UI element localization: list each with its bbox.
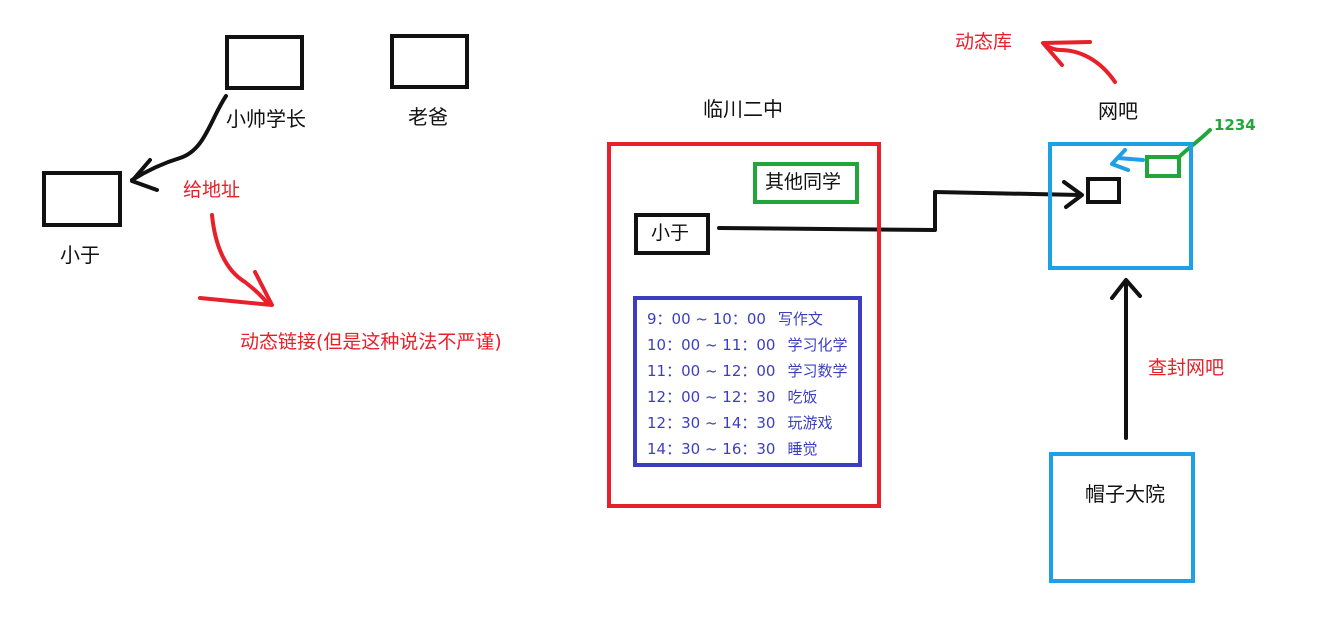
schedule-activity: 写作文	[777, 310, 823, 328]
arrowhead-address-to-dynamic-link	[198, 270, 274, 307]
arrowhead-slot-to-seat	[1110, 148, 1130, 172]
netcafe-title: 网吧	[1098, 99, 1138, 123]
arrow-netcafe-to-dynamic-lib	[1043, 43, 1117, 84]
arrowhead-senior-to-xiaoyu	[130, 158, 159, 192]
schedule-activity: 吃饭	[787, 388, 818, 406]
schedule-row: 14：30 ~ 16：30 睡觉	[647, 442, 817, 457]
arrow-slot-to-seat	[1116, 156, 1145, 162]
arrowhead-xiaoyu-to-netcafe-seat	[1062, 180, 1084, 209]
school-box	[607, 142, 881, 508]
senior-box	[225, 35, 304, 90]
arrow-xiaoyu-to-netcafe-seat	[717, 190, 1082, 232]
schedule-time: 12：00 ~ 12：30	[647, 388, 776, 406]
police-label: 帽子大院	[1085, 482, 1165, 506]
police-box	[1049, 452, 1195, 583]
dynamic-link-label: 动态链接(但是这种说法不严谨)	[240, 331, 502, 353]
classmates-label: 其他同学	[765, 171, 842, 193]
arrowhead-netcafe-to-dynamic-lib	[1041, 40, 1092, 67]
netcafe-box	[1048, 142, 1193, 270]
schedule-row: 11：00 ~ 12：00 学习数学	[647, 364, 847, 379]
xiaoyu-box	[42, 171, 122, 227]
schedule-row: 12：30 ~ 14：30 玩游戏	[647, 416, 832, 431]
seat-code-label: 1234	[1214, 116, 1256, 134]
schedule-activity: 睡觉	[787, 440, 818, 458]
seat-box	[1086, 177, 1121, 204]
code-slot-box	[1145, 155, 1181, 178]
arrowhead-police-to-netcafe	[1110, 278, 1142, 300]
schedule-time: 9：00 ~ 10：00	[647, 310, 766, 328]
schedule-row: 10：00 ~ 11：00 学习化学	[647, 338, 847, 353]
dad-label: 老爸	[408, 105, 448, 129]
schedule-time: 12：30 ~ 14：30	[647, 414, 776, 432]
raid-label: 查封网吧	[1148, 357, 1225, 379]
school-title: 临川二中	[703, 97, 783, 121]
schedule-activity: 学习化学	[787, 336, 848, 354]
arrow-senior-to-xiaoyu	[130, 94, 228, 182]
xiaoyu-label: 小于	[60, 243, 100, 267]
schedule-time: 11：00 ~ 12：00	[647, 362, 776, 380]
classmates-box	[753, 162, 859, 204]
schedule-box: 9：00 ~ 10：00 写作文 10：00 ~ 11：00 学习化学 11：00 …	[633, 296, 862, 467]
dynamic-lib-label: 动态库	[955, 31, 1013, 53]
arrow-address-to-dynamic-link	[210, 213, 270, 306]
give-address-label: 给地址	[183, 179, 241, 201]
schedule-row: 9：00 ~ 10：00 写作文	[647, 312, 823, 327]
school-xiaoyu-box	[634, 213, 710, 255]
schedule-time: 14：30 ~ 16：30	[647, 440, 776, 458]
senior-label: 小帅学长	[226, 107, 306, 131]
school-xiaoyu-label: 小于	[651, 222, 690, 244]
schedule-row: 12：00 ~ 12：30 吃饭	[647, 390, 817, 405]
dad-box	[390, 34, 469, 89]
schedule-time: 10：00 ~ 11：00	[647, 336, 776, 354]
schedule-activity: 学习数学	[787, 362, 848, 380]
schedule-activity: 玩游戏	[787, 414, 833, 432]
